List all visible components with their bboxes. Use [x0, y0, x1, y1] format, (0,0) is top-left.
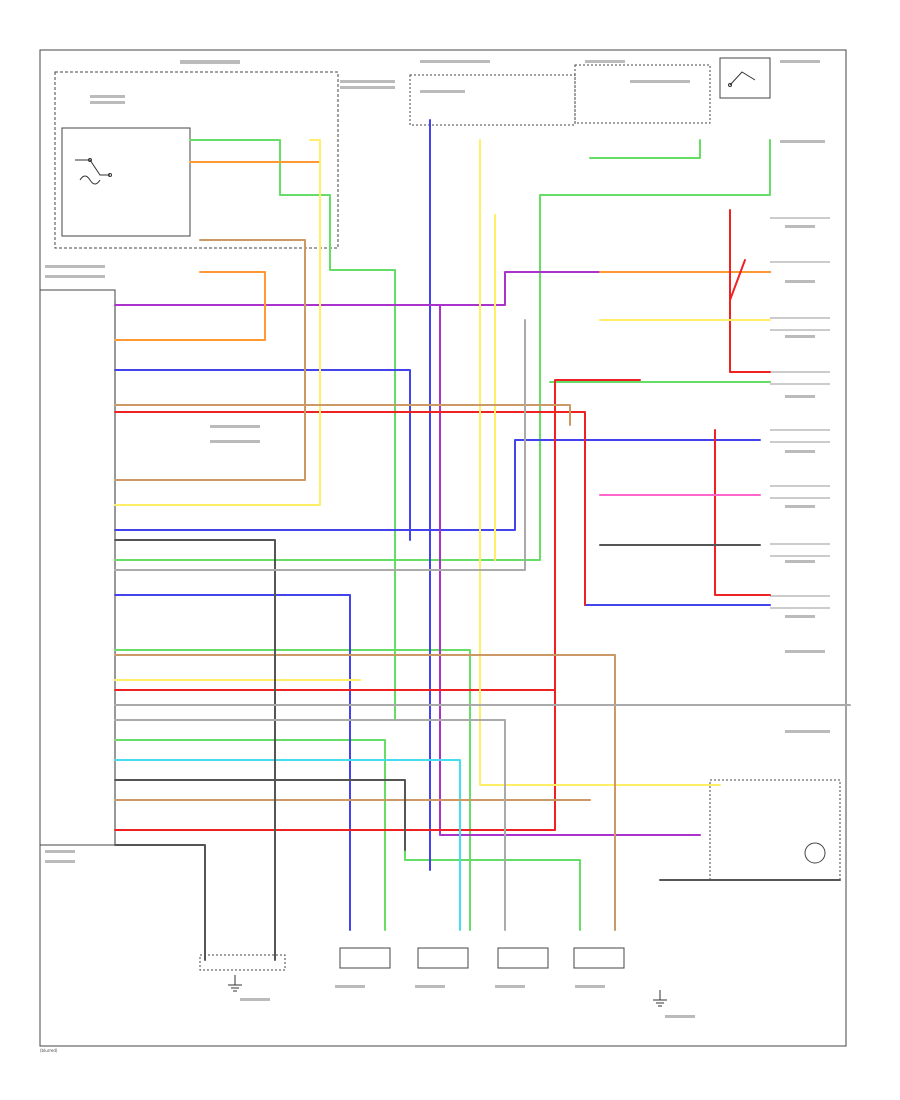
wire-green-c: [114, 739, 386, 931]
wire-blue-d: [114, 594, 351, 931]
wire-blue-b: [114, 369, 411, 541]
wire-green-a: [189, 139, 396, 721]
wire-cyan-a: [114, 759, 461, 931]
wire-green-g: [404, 844, 581, 931]
wire-yellow-a: [114, 139, 321, 506]
fuse-box-top-right: [574, 64, 711, 124]
wheel-sensor-group: [199, 947, 625, 971]
wire-purple-b: [439, 304, 701, 836]
page-label: (blurred): [40, 1048, 58, 1053]
wire-orange-a: [189, 161, 321, 171]
wire-red-d: [729, 209, 771, 373]
pump-motor-box: [709, 779, 841, 881]
right-connector-group: [770, 217, 830, 609]
abs-fuse-relay-box: [54, 71, 339, 249]
wire-gray-b: [114, 719, 506, 931]
wire-black-c: [114, 779, 406, 851]
wire-gray-a: [114, 319, 526, 571]
wire-red-c: [114, 411, 586, 606]
wire-black-b: [114, 844, 206, 961]
diagram-frame: [39, 49, 847, 1047]
wire-black-a: [114, 539, 276, 961]
ground-symbol-icon: [228, 975, 667, 1007]
wire-green-b: [114, 139, 771, 561]
wire-green-f: [589, 139, 701, 159]
wire-yellow-b: [479, 139, 721, 786]
brake-switch-icon: [728, 71, 756, 87]
wire-orange-b: [114, 271, 266, 341]
wire-green-d: [114, 649, 471, 931]
fuse-box-top: [409, 74, 576, 126]
wire-purple-a: [114, 271, 771, 306]
wire-tan-c: [114, 654, 616, 931]
wire-blue-c: [114, 439, 761, 531]
abs-motor-relay: [61, 127, 191, 237]
brake-switch-box: [719, 57, 771, 99]
wire-red-f: [714, 429, 771, 596]
relay-switch-icon: [75, 158, 112, 185]
wire-tan-a: [114, 239, 306, 481]
wire-tan-b: [114, 404, 571, 426]
abs-control-unit: [39, 289, 116, 846]
blurred-label-group: [45, 60, 830, 1018]
pump-motor-icon: [804, 842, 826, 864]
wire-red-e: [729, 259, 746, 321]
wire-red-a: [114, 379, 641, 831]
